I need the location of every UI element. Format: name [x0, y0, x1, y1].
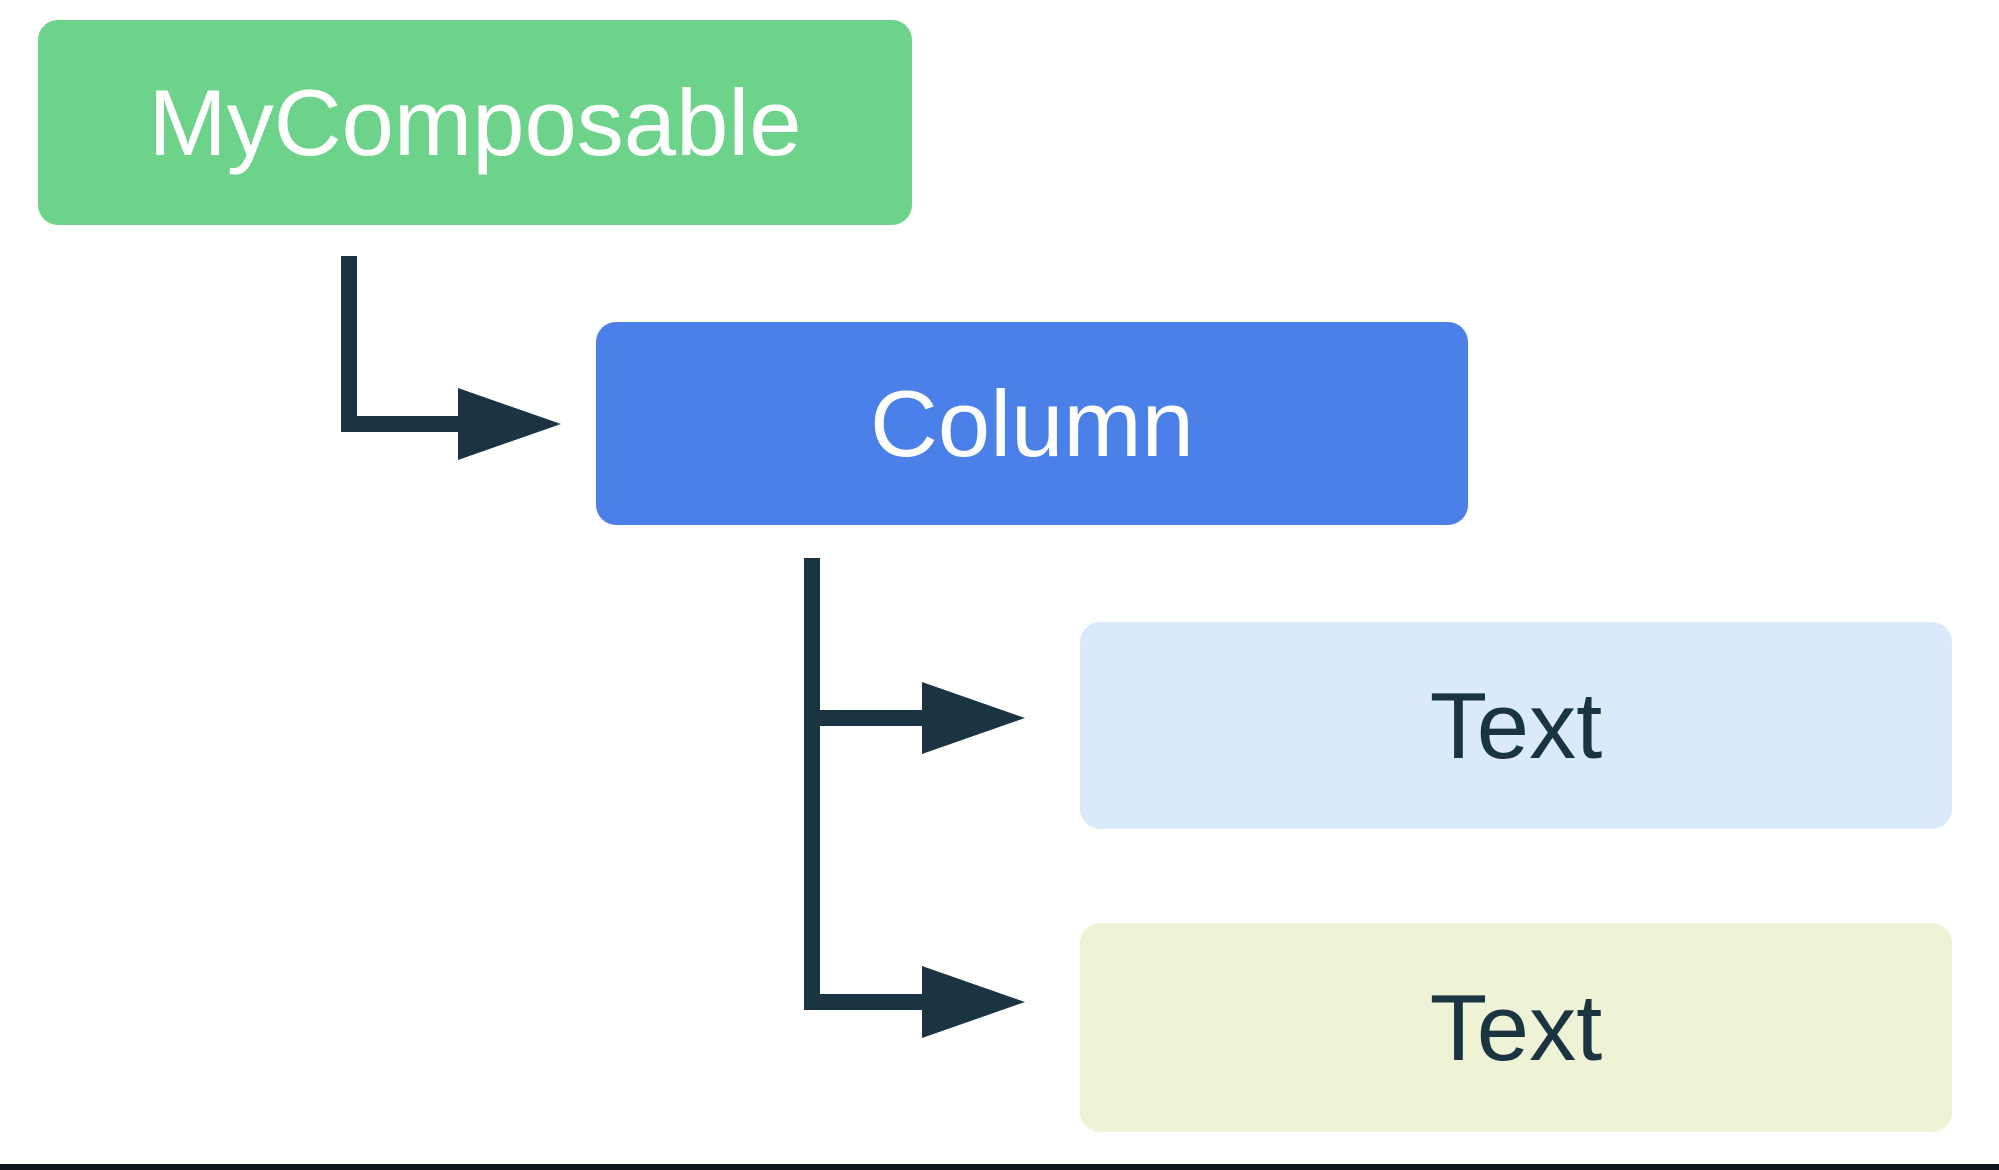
node-column: Column [596, 322, 1468, 525]
node-mycomposable-label: MyComposable [148, 69, 802, 175]
connector-column-text2-horizontal [804, 994, 926, 1010]
connector-column-children-vertical [804, 558, 820, 1010]
connector-mycomposable-column-horizontal [341, 416, 463, 432]
connector-mycomposable-column-vertical [341, 256, 357, 432]
connector-column-text1-horizontal [804, 710, 926, 726]
node-column-label: Column [870, 370, 1194, 476]
arrowhead-right-icon [458, 388, 561, 460]
node-mycomposable: MyComposable [38, 20, 912, 225]
arrowhead-right-icon [922, 966, 1025, 1038]
arrowhead-right-icon [922, 682, 1025, 754]
node-text-1-label: Text [1429, 672, 1603, 778]
bottom-divider [0, 1164, 1999, 1170]
node-text-2-label: Text [1429, 974, 1603, 1080]
node-text-1: Text [1080, 622, 1952, 829]
node-text-2: Text [1080, 923, 1952, 1132]
